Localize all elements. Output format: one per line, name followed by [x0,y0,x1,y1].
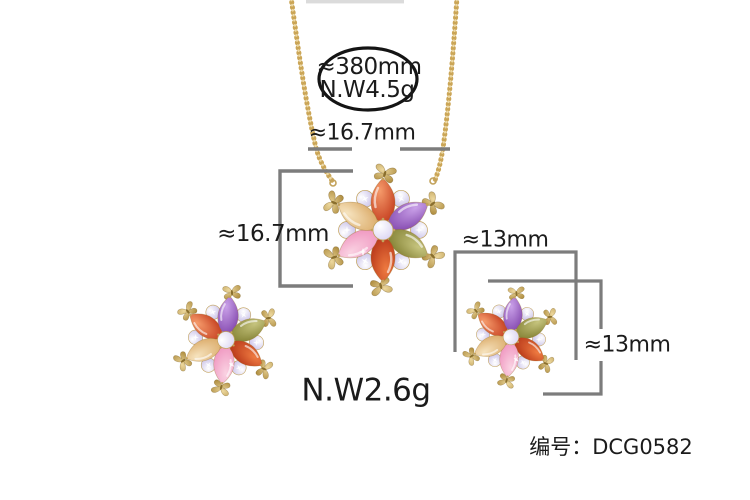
item-number-label: 编号： [529,434,593,459]
pendant-height-label: ≈16.7mm [217,220,329,247]
earring-right [441,267,581,405]
earring-height-label: ≈13mm [581,332,673,358]
earring-weight-label: N.W2.6g [301,372,431,409]
earring-width-bracket [453,250,578,360]
jump-ring-left [329,179,337,187]
earring-height-bracket [488,279,603,396]
chain-spec-badge [317,46,419,112]
earring-width-label: ≈13mm [461,227,549,253]
necklace-chain-right [432,0,460,183]
chain-length-label: ≈380mm [316,53,422,80]
pendant-flower [323,163,446,296]
necklace-weight-label: N.W4.5g [319,76,415,103]
pendant-height-bracket [278,169,353,288]
chain-clasp-remnant [306,0,404,4]
jump-ring-right [429,177,437,185]
pendant-width-label: ≈16.7mm [308,120,416,146]
item-number-code: DCG0582 [592,434,693,459]
item-number: 编号：DCG0582 [529,436,693,458]
